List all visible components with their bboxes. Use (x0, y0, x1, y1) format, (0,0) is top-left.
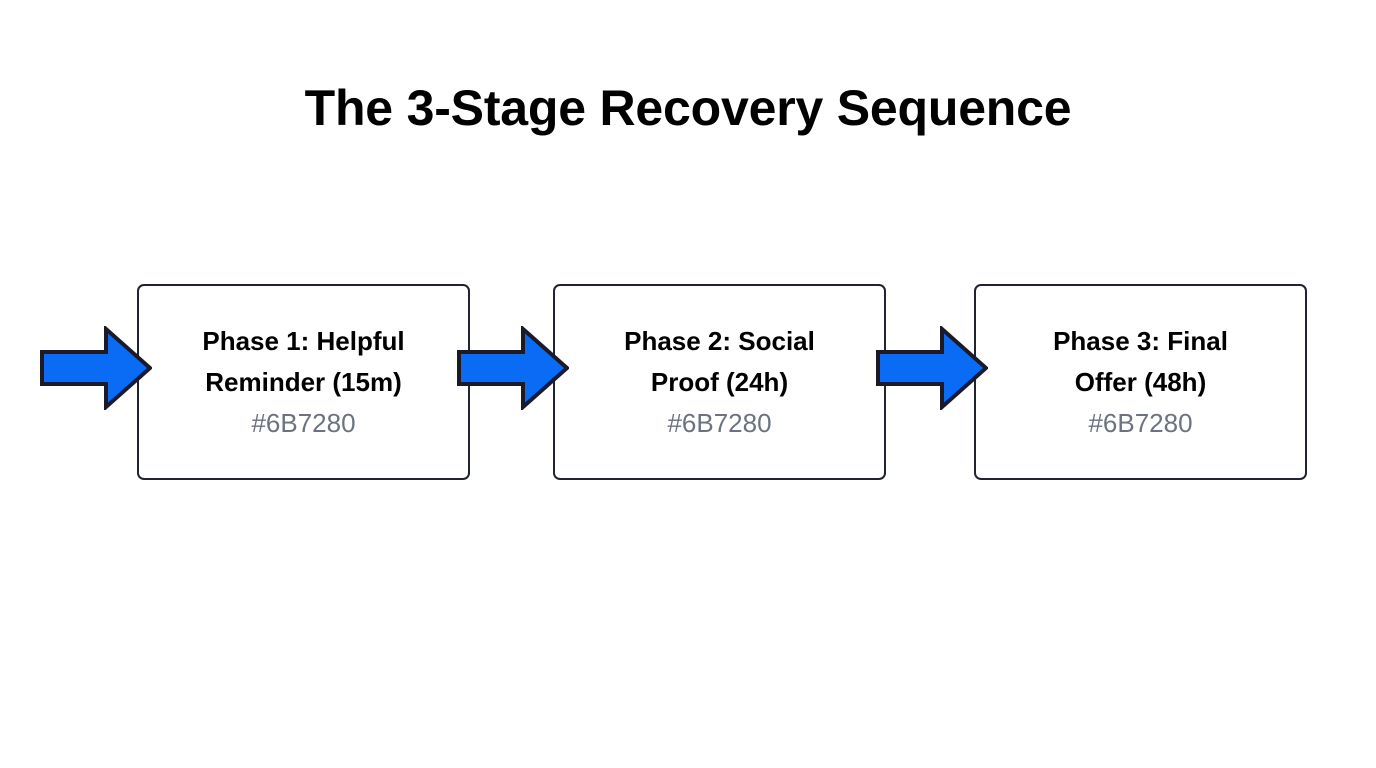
stage-label: Phase 1: Helpful Reminder (15m) (202, 325, 405, 397)
flow-diagram: Phase 1: Helpful Reminder (15m) #6B7280 … (0, 284, 1376, 480)
stage-sub-label: #6B7280 (1088, 407, 1193, 438)
stage-box-phase-2[interactable]: Phase 2: Social Proof (24h) #6B7280 (553, 284, 886, 480)
stage-2-to-3-arrow-icon (876, 326, 988, 410)
page-title: The 3-Stage Recovery Sequence (304, 80, 1072, 136)
entry-arrow-icon (40, 326, 152, 410)
stage-label: Phase 2: Social Proof (24h) (624, 325, 815, 397)
stage-box-phase-3[interactable]: Phase 3: Final Offer (48h) #6B7280 (974, 284, 1307, 480)
stage-1-to-2-arrow-icon (457, 326, 569, 410)
stage-sub-label: #6B7280 (251, 407, 356, 438)
stage-box-phase-1[interactable]: Phase 1: Helpful Reminder (15m) #6B7280 (137, 284, 470, 480)
stage-sub-label: #6B7280 (667, 407, 772, 438)
stage-label: Phase 3: Final Offer (48h) (1053, 325, 1228, 397)
